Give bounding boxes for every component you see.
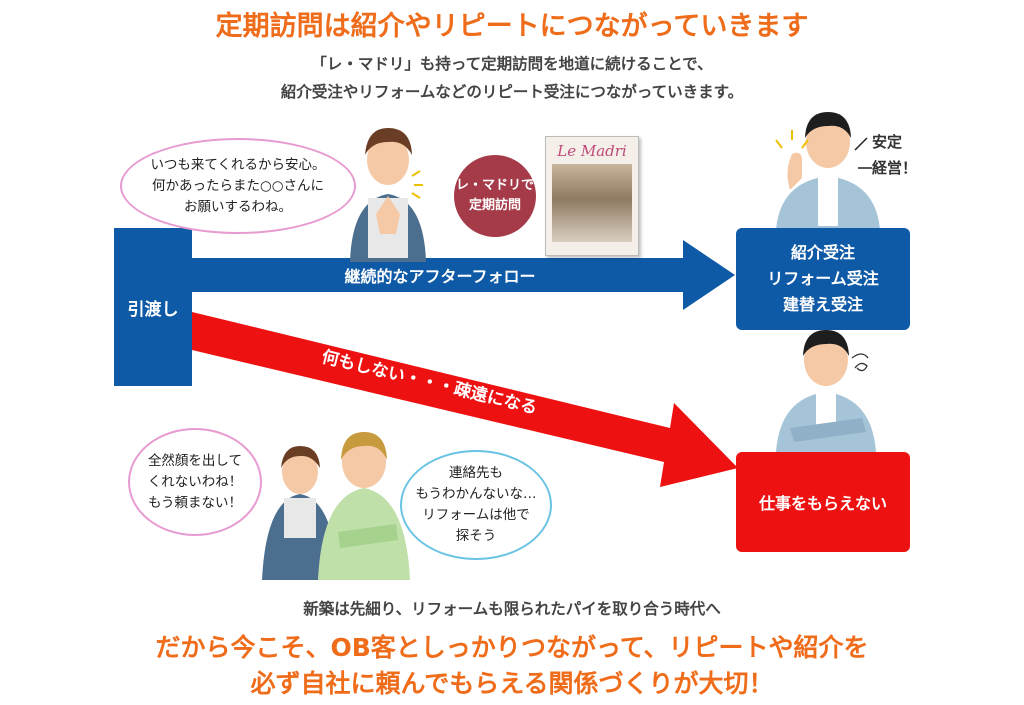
- bubble-line: 探そう: [455, 528, 497, 544]
- magazine-badge-line-2: 定期訪問: [468, 198, 521, 213]
- result-line-rebuild: 建替え受注: [782, 295, 863, 314]
- top-arrow: [190, 240, 735, 310]
- bubble-line: もうわかんないな…: [415, 486, 537, 502]
- result-line-referral: 紹介受注: [790, 243, 855, 262]
- happy-worker-illustration: [775, 112, 880, 230]
- bubble-line: もう頼まない！: [147, 494, 243, 511]
- happy-woman-illustration: [350, 128, 426, 262]
- bottom-arrow: [192, 312, 738, 487]
- footer-note: 新築は先細り、リフォームも限られたパイを取り合う時代へ: [303, 600, 721, 618]
- magazine-badge-line-1: レ・マドリで: [455, 178, 534, 193]
- speech-bubble-annoyed-wife: 全然顔を出して くれないわね！ もう頼まない！: [128, 428, 262, 536]
- bottom-result-box: 仕事をもらえない: [736, 452, 910, 552]
- bubble-line: 何かあったらまた○○さんに: [151, 177, 325, 194]
- footer-headline-1: だから今こそ、OB客としっかりつながって、リピートや紹介を: [155, 633, 869, 662]
- stable-line-1: 安定: [872, 133, 903, 151]
- stable-management-text: 安定 経営！: [872, 129, 917, 181]
- page-title: 定期訪問は紹介やリピートにつながっていきます: [215, 11, 809, 42]
- result-line-reform: リフォーム受注: [767, 269, 879, 288]
- subtitle-line-1: 「レ・マドリ」も持って定期訪問を地道に続けることで、: [311, 55, 713, 73]
- bubble-line: リフォームは他で: [422, 507, 530, 523]
- bubble-line: お願いするわね。: [184, 198, 292, 215]
- top-arrow-label: 継続的なアフターフォロー: [344, 267, 536, 286]
- bubble-line: 連絡先も: [449, 465, 503, 481]
- magazine-cover: Le Madri: [545, 136, 639, 256]
- stable-line-2: 経営！: [872, 159, 918, 177]
- speech-bubble-annoyed-husband: 連絡先も もうわかんないな… リフォームは他で 探そう: [400, 450, 552, 560]
- bubble-line: 全然顔を出して: [147, 452, 243, 469]
- magazine-logo: Le Madri: [557, 142, 627, 160]
- bubble-line: くれないわね！: [147, 473, 243, 490]
- top-result-box: 紹介受注 リフォーム受注 建替え受注: [736, 228, 910, 330]
- handover-box: 引渡し: [114, 228, 192, 386]
- magazine-photo: [552, 164, 632, 242]
- annoyed-couple-illustration: [262, 432, 410, 580]
- bubble-line: いつも来てくれるから安心。: [150, 156, 326, 173]
- footer-headline-2: 必ず自社に頼んでもらえる関係づくりが大切！: [250, 669, 774, 698]
- worried-worker-illustration: [776, 330, 876, 452]
- magazine-badge: レ・マドリで 定期訪問: [454, 155, 536, 237]
- speech-bubble-happy-customer: いつも来てくれるから安心。 何かあったらまた○○さんに お願いするわね。: [120, 138, 356, 234]
- subtitle-line-2: 紹介受注やリフォームなどのリピート受注につながっていきます。: [280, 83, 744, 101]
